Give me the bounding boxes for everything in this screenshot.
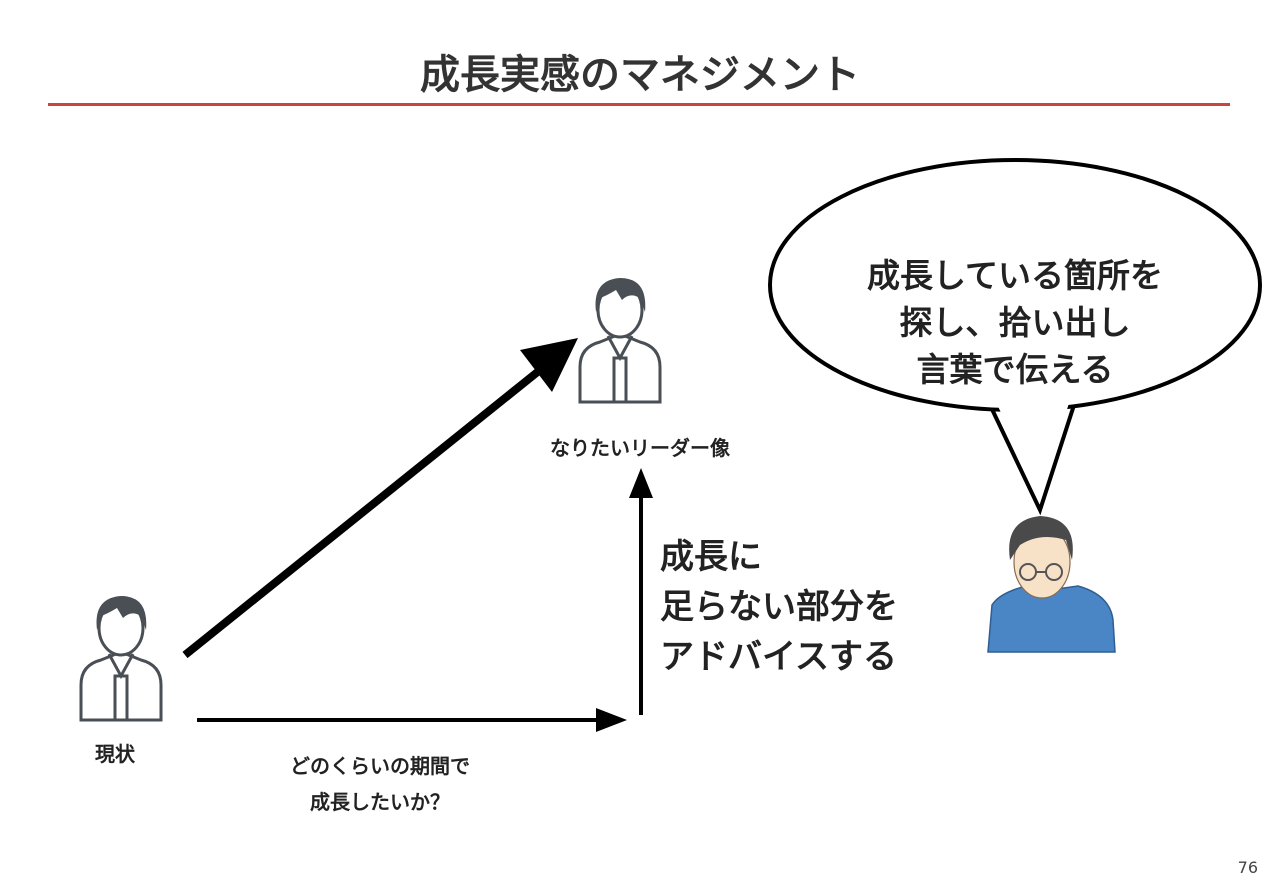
goal-leader-label: なりたいリーダー像	[550, 436, 730, 460]
page-number: 76	[1237, 858, 1258, 877]
slide-title: 成長実感のマネジメント	[420, 52, 860, 98]
period-label-line: 成長したいか？	[310, 790, 450, 814]
horizontal-arrow	[197, 708, 627, 732]
current-person-icon	[79, 594, 163, 722]
advisor-avatar	[987, 516, 1116, 653]
goal-person-icon	[578, 276, 662, 404]
advice-label-line: 成長に	[660, 537, 762, 577]
advice-label-line: アドバイスする	[660, 637, 897, 677]
advice-label-line: 足らない部分を	[660, 587, 898, 627]
bubble-line: 探し、拾い出し	[899, 303, 1131, 342]
advice-label: 成長に 足らない部分を アドバイスする	[660, 532, 898, 682]
vertical-arrow	[629, 468, 653, 715]
bubble-line: 成長している箇所を	[866, 256, 1163, 295]
speech-bubble	[768, 158, 1262, 516]
period-label: どのくらいの期間で 成長したいか？	[230, 748, 530, 820]
title-divider	[48, 103, 1230, 106]
speech-bubble-text: 成長している箇所を 探し、拾い出し 言葉で伝える	[790, 252, 1240, 393]
period-label-line: どのくらいの期間で	[290, 754, 470, 778]
bubble-line: 言葉で伝える	[916, 350, 1114, 389]
diagonal-arrow	[182, 338, 578, 659]
current-state-label: 現状	[95, 742, 135, 766]
